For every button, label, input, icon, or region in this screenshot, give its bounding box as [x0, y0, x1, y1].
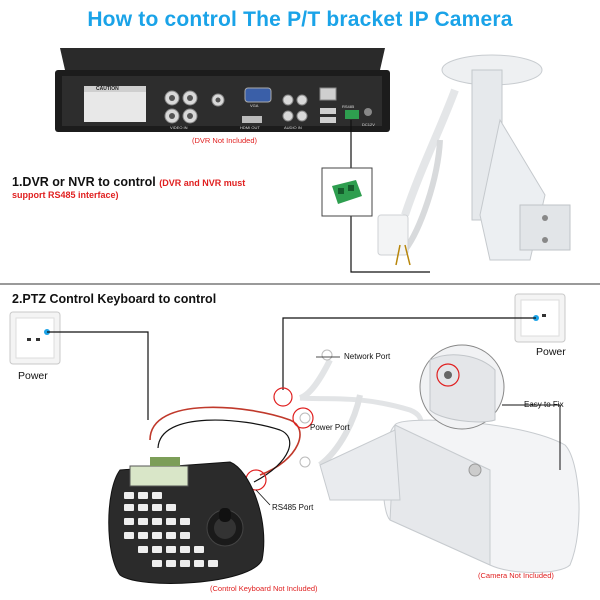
rs485-port-label: RS485 Port [272, 503, 314, 512]
power-socket-right [514, 293, 566, 343]
rs485-red-wire-a [149, 406, 301, 476]
rs485-port-pointer [255, 489, 271, 506]
dvr-vga-label: VGA [250, 103, 259, 108]
network-port-label: Network Port [344, 352, 391, 361]
dvr-power-label: DC12V [362, 122, 375, 127]
section2-heading: 2.PTZ Control Keyboard to control [12, 292, 217, 306]
camera-bracket-top [377, 54, 571, 266]
keyboard-not-included-note: (Control Keyboard Not Included) [210, 584, 318, 593]
dvr-caution-label: CAUTION [96, 86, 119, 92]
section-divider [0, 283, 600, 285]
section1-requirement-line2: support RS485 interface) [12, 190, 119, 200]
power-label-left: Power [18, 370, 48, 382]
section1-heading-text: 1.DVR or NVR to control [12, 175, 156, 189]
detail-magnifier [419, 344, 505, 430]
easy-fix-pointer [502, 404, 561, 470]
power-label-right: Power [536, 346, 566, 358]
rs485-connector-box [321, 167, 373, 217]
ptz-keyboard [108, 457, 265, 584]
page-title: How to control The P/T bracket IP Camera [87, 8, 513, 31]
power-wire-left [47, 331, 149, 420]
power-port-label: Power Port [310, 423, 350, 432]
dvr-not-included-note: (DVR Not Included) [192, 136, 258, 145]
camera-body [319, 419, 580, 573]
power-socket-left [9, 311, 61, 365]
dvr-audio-in-label: AUDIO IN [284, 125, 302, 130]
rs485-black-wire-b [157, 419, 291, 483]
dvr-unit [55, 48, 390, 132]
dvr-rs485-label: RS485 [342, 104, 355, 109]
dvr-hdmi-label: HDMI OUT [240, 125, 260, 130]
section1-requirement-line1: (DVR and NVR must [159, 178, 246, 188]
power-port-highlight [292, 407, 314, 429]
power-highlight [273, 387, 293, 407]
power-wire-right [282, 317, 536, 390]
dvr-video-in-label: VIDEO IN [170, 125, 188, 130]
easy-to-fix-label: Easy to Fix [524, 400, 564, 409]
camera-not-included-note: (Camera Not Included) [478, 571, 554, 580]
section1-heading: 1.DVR or NVR to control (DVR and NVR mus… [12, 175, 245, 189]
